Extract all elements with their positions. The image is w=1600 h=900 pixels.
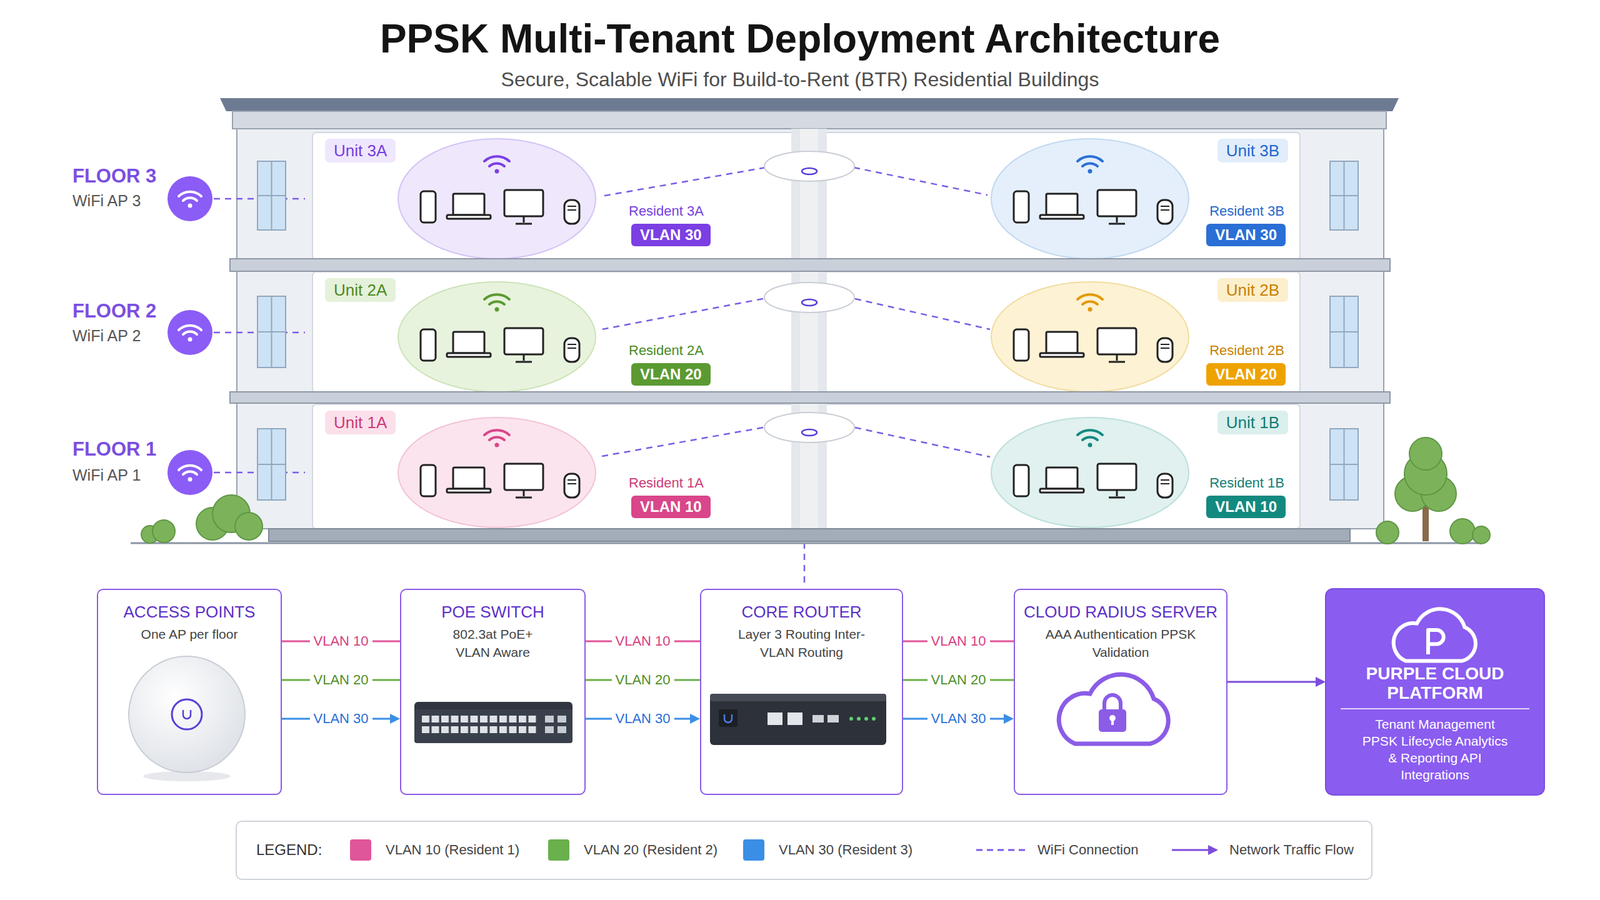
box-title: PURPLE CLOUD PLATFORM <box>1340 663 1530 710</box>
box-title: ACCESS POINTS <box>105 601 274 623</box>
arrow-head <box>1315 676 1326 687</box>
network-device-box: CORE ROUTERLayer 3 Routing Inter-VLAN Ro… <box>700 588 904 795</box>
unit-name: Unit 3A <box>325 138 396 163</box>
legend-text: VLAN 20 (Resident 2) <box>583 841 718 859</box>
vlan-tag: VLAN 20 <box>1215 365 1277 384</box>
box-body: Tenant Management PPSK Lifecycle Analyti… <box>1356 715 1514 784</box>
edge-label: VLAN 20 <box>309 671 372 689</box>
diagram-subtitle: Secure, Scalable WiFi for Build-to-Rent … <box>0 67 1600 92</box>
vlan-tag: VLAN 30 <box>1215 225 1277 245</box>
vlan-badge: VLAN 20 <box>1206 363 1286 386</box>
box-body: One AP per floor <box>114 625 265 644</box>
vlan-badge: VLAN 30 <box>1206 223 1286 247</box>
legend-dash-sample <box>975 843 1027 857</box>
connector-line <box>1227 681 1317 684</box>
box-title: POE SWITCH <box>408 601 577 623</box>
unit-room: Unit 2A Resident 2A VLAN 20 <box>318 273 792 392</box>
legend-swatch <box>548 839 570 861</box>
unit-name: Unit 1A <box>325 410 396 435</box>
legend-arrow-head <box>1208 845 1219 855</box>
box-title: CLOUD RADIUS SERVER <box>1022 601 1219 623</box>
network-device-box: CLOUD RADIUS SERVERAAA Authentication PP… <box>1013 588 1228 795</box>
platform-box: PURPLE CLOUD PLATFORM Tenant Management P… <box>1325 588 1545 795</box>
unit-name: Unit 2B <box>1217 278 1289 302</box>
legend-heading: LEGEND: <box>256 841 322 859</box>
ap-label: WiFi AP 2 <box>72 326 141 345</box>
network-device-box: POE SWITCH802.3at PoE+ VLAN Aware <box>400 588 586 795</box>
edge-label: VLAN 10 <box>611 633 674 650</box>
legend-line <box>976 849 1025 852</box>
box-body: Layer 3 Routing Inter-VLAN Routing <box>728 625 875 662</box>
resident-name: Resident 1A <box>628 474 704 492</box>
unit-room: Unit 1A Resident 1A VLAN 10 <box>318 405 792 528</box>
legend-text: WiFi Connection <box>1037 841 1139 859</box>
diagram-title: PPSK Multi-Tenant Deployment Architectur… <box>0 15 1600 63</box>
connector <box>1227 676 1326 687</box>
resident-name: Resident 2A <box>628 341 704 360</box>
vlan-tag: VLAN 10 <box>640 497 702 517</box>
unit-room: Unit 3B Resident 3B VLAN 30 <box>826 133 1295 259</box>
edge-label: VLAN 20 <box>926 671 990 689</box>
unit-name: Unit 1B <box>1217 410 1289 435</box>
vlan-badge: VLAN 20 <box>631 363 711 386</box>
ap-label: WiFi AP 1 <box>72 465 141 485</box>
arrow-head <box>1003 713 1014 724</box>
vlan-badge: VLAN 10 <box>1206 495 1286 519</box>
resident-name: Resident 1B <box>1209 474 1285 492</box>
vlan-badge: VLAN 10 <box>631 495 711 519</box>
edge-label: VLAN 20 <box>611 671 674 689</box>
legend-text: Network Traffic Flow <box>1229 841 1354 859</box>
ap-label: WiFi AP 3 <box>72 191 141 210</box>
floor-label: FLOOR 3 <box>72 165 157 188</box>
arrow-head <box>690 713 700 724</box>
legend-swatch <box>350 839 372 861</box>
resident-name: Resident 2B <box>1209 341 1285 360</box>
unit-room: Unit 1B Resident 1B VLAN 10 <box>826 405 1295 528</box>
vlan-tag: VLAN 10 <box>1215 497 1277 517</box>
edge-label: VLAN 10 <box>309 633 372 650</box>
resident-name: Resident 3A <box>628 202 704 220</box>
box-body: AAA Authentication PPSK Validation <box>1044 625 1198 662</box>
box-title: CORE ROUTER <box>708 601 895 623</box>
network-device-box: ACCESS POINTS One AP per floor <box>96 588 282 795</box>
legend-line <box>1171 849 1210 852</box>
legend-text: VLAN 30 (Resident 3) <box>778 841 913 859</box>
box-body: 802.3at PoE+ VLAN Aware <box>438 625 548 662</box>
unit-room: Unit 2B Resident 2B VLAN 20 <box>826 273 1295 392</box>
arrow-head <box>390 713 400 724</box>
legend-swatch <box>743 839 765 861</box>
unit-name: Unit 3B <box>1217 138 1289 163</box>
legend-arrow-sample <box>1170 843 1222 857</box>
edge-label: VLAN 10 <box>926 633 990 650</box>
edge-label: VLAN 30 <box>611 710 674 727</box>
vlan-tag: VLAN 20 <box>640 365 702 384</box>
legend-text: VLAN 10 (Resident 1) <box>385 841 520 859</box>
vlan-badge: VLAN 30 <box>631 223 711 247</box>
unit-name: Unit 2A <box>325 278 396 302</box>
edge-label: VLAN 30 <box>926 710 990 727</box>
edge-label: VLAN 30 <box>309 710 372 727</box>
floor-label: FLOOR 1 <box>72 438 157 461</box>
unit-room: Unit 3A Resident 3A VLAN 30 <box>318 133 792 259</box>
vlan-tag: VLAN 30 <box>640 225 702 245</box>
resident-name: Resident 3B <box>1209 202 1285 220</box>
floor-label: FLOOR 2 <box>72 300 157 323</box>
